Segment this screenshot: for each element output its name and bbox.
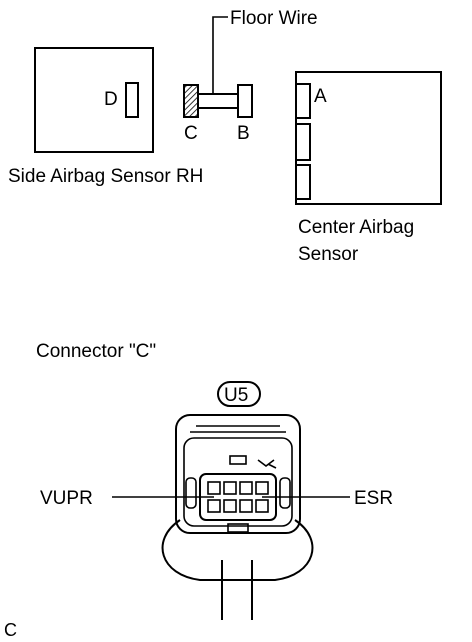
pin-cavity <box>239 499 253 513</box>
pin-right-label: ESR <box>354 488 393 509</box>
side-airbag-sensor-box <box>34 47 154 153</box>
connector-latch <box>229 455 247 465</box>
pin-cavity <box>207 481 221 495</box>
floor-wire-label: Floor Wire <box>230 8 318 29</box>
harness-boot <box>161 519 314 581</box>
pin-cavity <box>223 499 237 513</box>
connector-grip-right <box>279 477 291 509</box>
center-sensor-port-2 <box>295 123 311 161</box>
connector-code-label: U5 <box>224 385 248 406</box>
connector-b-plug <box>237 84 253 118</box>
connector-housing <box>175 414 301 534</box>
connector-c-label: C <box>184 123 198 144</box>
center-sensor-port-3 <box>295 164 311 200</box>
pin-cavity <box>255 499 269 513</box>
floor-wire-harness <box>197 93 239 109</box>
connector-a-label: A <box>314 86 327 107</box>
pin-cavity <box>255 481 269 495</box>
connector-a-port <box>295 83 311 119</box>
pin-cavity <box>207 499 221 513</box>
connector-b-label: B <box>237 123 250 144</box>
connector-indicator <box>257 459 277 469</box>
connector-caption: Connector "C" <box>36 341 156 362</box>
connector-inner-frame <box>183 437 293 527</box>
connector-d-label: D <box>104 89 118 110</box>
connector-grip-left <box>185 477 197 509</box>
floor-wire-leader <box>212 16 228 94</box>
pin-left-label: VUPR <box>40 488 93 509</box>
connector-code-badge <box>217 381 261 407</box>
connector-top-ridge <box>190 425 286 433</box>
pin-cavity <box>239 481 253 495</box>
side-airbag-sensor-label: Side Airbag Sensor RH <box>8 166 203 187</box>
center-airbag-sensor-label-line1: Center Airbag <box>298 217 414 238</box>
figure-code-label: C <box>4 620 17 640</box>
connector-d-port <box>125 82 139 118</box>
pin-cavity <box>223 481 237 495</box>
connector-c-plug <box>183 84 199 118</box>
connector-bottom-clip <box>227 523 249 533</box>
center-airbag-sensor-label-line2: Sensor <box>298 244 359 265</box>
